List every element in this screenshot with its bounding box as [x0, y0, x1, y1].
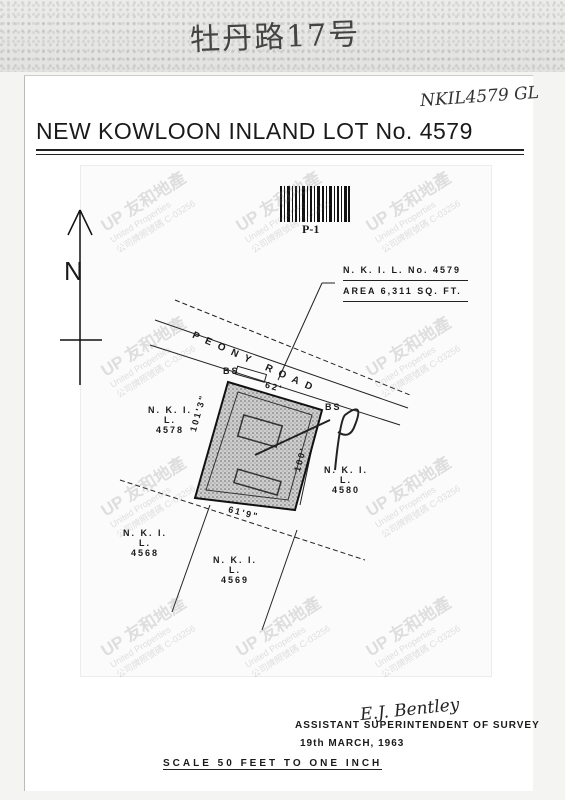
lot-boundary-lower — [119, 479, 366, 561]
handwritten-mark — [254, 408, 360, 471]
officer-title: ASSISTANT SUPERINTENDENT OF SURVEY — [295, 720, 540, 731]
adjacent-lot-4569: N. K. I. L.4569 — [212, 555, 257, 585]
bs-label-top: BS — [223, 366, 240, 376]
building-block-2 — [232, 468, 282, 496]
building-block — [236, 413, 284, 449]
bs-label-right: BS — [325, 402, 342, 412]
barcode — [280, 186, 350, 222]
lot-area: AREA 6,311 SQ. FT. — [343, 281, 468, 302]
barcode-label: P-1 — [302, 222, 320, 236]
adjacent-lot-4580: N. K. I. L.4580 — [323, 465, 368, 495]
north-arrow-icon — [60, 209, 102, 385]
adjacent-lot-4578: N. K. I. L.4578 — [147, 405, 192, 435]
adjacent-lot-4568: N. K. I. L.4568 — [122, 528, 167, 558]
title-rule-thin — [36, 154, 524, 155]
title-rule-thick — [36, 149, 524, 151]
survey-date: 19th MARCH, 1963 — [300, 738, 405, 749]
lot-boundary-diagonal-2 — [261, 529, 298, 631]
scale-note: SCALE 50 FEET TO ONE INCH — [163, 758, 383, 770]
lot-number: N. K. I. L. No. 4579 — [343, 260, 468, 281]
scan-shadow-band — [0, 0, 565, 72]
lot-4579-shape — [193, 380, 324, 512]
road-edge-north — [174, 299, 411, 396]
document-title: NEW KOWLOON INLAND LOT No. 4579 — [36, 118, 473, 144]
lot-boundary-diagonal-1 — [171, 504, 211, 613]
bs-strip — [234, 365, 268, 383]
road-edge-north-2 — [154, 319, 409, 409]
lot-inner-outline — [205, 391, 313, 501]
north-letter: N — [64, 256, 83, 286]
lot-info-box: N. K. I. L. No. 4579 AREA 6,311 SQ. FT. — [343, 260, 468, 302]
leader-line-diagonal — [277, 282, 323, 381]
